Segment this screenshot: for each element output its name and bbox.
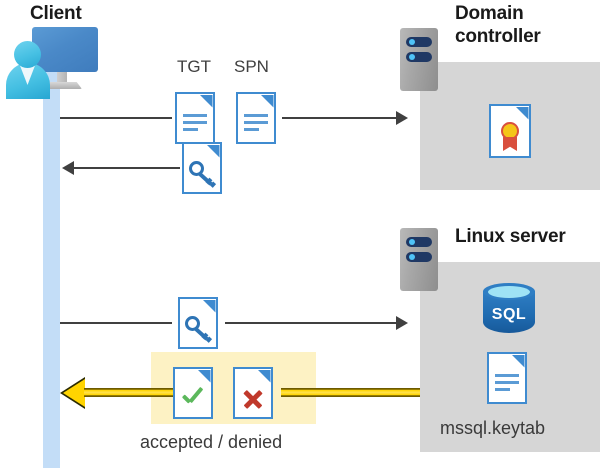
server-led <box>409 239 415 245</box>
monitor-base <box>44 82 82 89</box>
spn-label: SPN <box>234 57 269 76</box>
x-icon <box>242 389 264 409</box>
keytab-filename-label: mssql.keytab <box>440 418 546 438</box>
server-bay <box>406 52 432 62</box>
server-led <box>409 254 415 260</box>
flow-1-line-left <box>60 117 172 119</box>
server-rack-icon <box>400 228 438 291</box>
check-icon <box>181 389 205 409</box>
server-bay <box>406 237 432 247</box>
user-monitor-icon <box>6 27 98 99</box>
client-title: Client <box>30 3 82 24</box>
flow-2-line <box>73 167 180 169</box>
server-led <box>409 39 415 45</box>
flow-4-line-right <box>281 388 420 397</box>
flow-3-line-right <box>225 322 397 324</box>
key-icon <box>189 161 216 188</box>
monitor-screen <box>32 27 98 72</box>
sql-label: SQL <box>491 306 527 323</box>
accepted-document-icon <box>173 367 213 419</box>
denied-document-icon <box>233 367 273 419</box>
linux-server-title: Linux server <box>455 226 566 247</box>
server-bay <box>406 252 432 262</box>
service-ticket-document-icon <box>178 297 218 349</box>
keytab-document-icon <box>487 352 527 404</box>
flow-1-arrowhead-right <box>396 111 408 125</box>
server-bay <box>406 37 432 47</box>
spn-document-icon <box>236 92 276 144</box>
server-led <box>409 54 415 60</box>
flow-1-line-right <box>282 117 397 119</box>
flow-4-line-left <box>84 388 174 397</box>
person-head <box>14 41 41 68</box>
flow-3-arrowhead-right <box>396 316 408 330</box>
sql-database-icon: SQL <box>483 283 535 339</box>
tgt-document-icon <box>175 92 215 144</box>
key-icon <box>185 316 212 343</box>
client-lifeline <box>43 66 60 468</box>
flow-4-arrowhead-left <box>63 379 85 407</box>
certificate-ribbon <box>503 137 517 151</box>
flow-3-line-left <box>60 322 172 324</box>
domain-controller-title: Domain controller <box>455 3 541 47</box>
monitor-neck <box>57 72 67 84</box>
tgt-label: TGT <box>177 57 211 76</box>
result-label: accepted / denied <box>140 432 283 452</box>
flow-2-arrowhead-left <box>62 161 74 175</box>
certificate-icon <box>489 104 531 158</box>
service-ticket-document-icon <box>182 142 222 194</box>
server-rack-icon <box>400 28 438 91</box>
